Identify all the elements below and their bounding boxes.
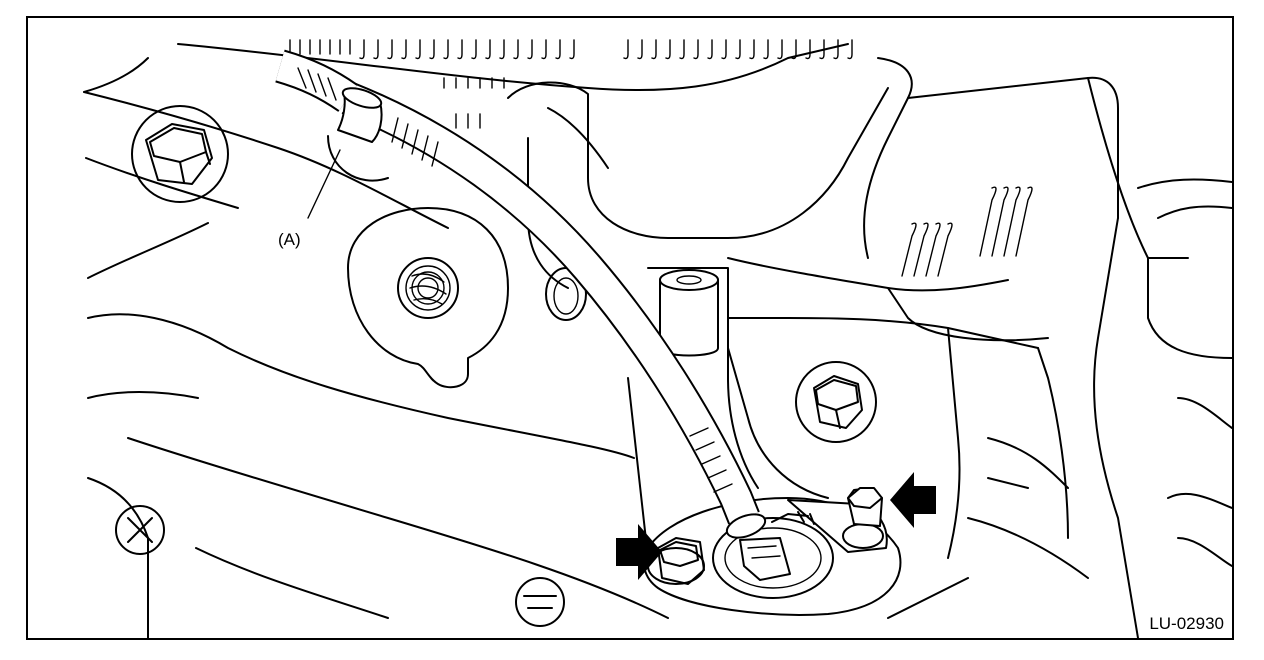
threaded-boss [347, 207, 509, 389]
oil-pressure-sensor-assembly [642, 487, 902, 616]
callout-label: (A) [278, 230, 301, 249]
arrow-left-icon [890, 472, 936, 528]
mounting-boss [659, 269, 719, 357]
hex-bolt-icon [795, 361, 877, 443]
diagram-frame: (A) LU-02930 [26, 16, 1234, 640]
cooling-fins-right [901, 186, 1033, 277]
engine-illustration [83, 39, 1232, 638]
transmission-case-outline [83, 43, 1232, 638]
cooling-fins-top [289, 39, 853, 129]
figure-code: LU-02930 [1149, 614, 1224, 633]
arrow-right-icon [616, 524, 662, 580]
hex-bolt-icon [131, 105, 229, 203]
callout-leader [307, 149, 341, 219]
hex-bolt-icon [115, 505, 165, 555]
oil-hose [275, 49, 767, 539]
hex-bolt-icon [515, 577, 565, 627]
